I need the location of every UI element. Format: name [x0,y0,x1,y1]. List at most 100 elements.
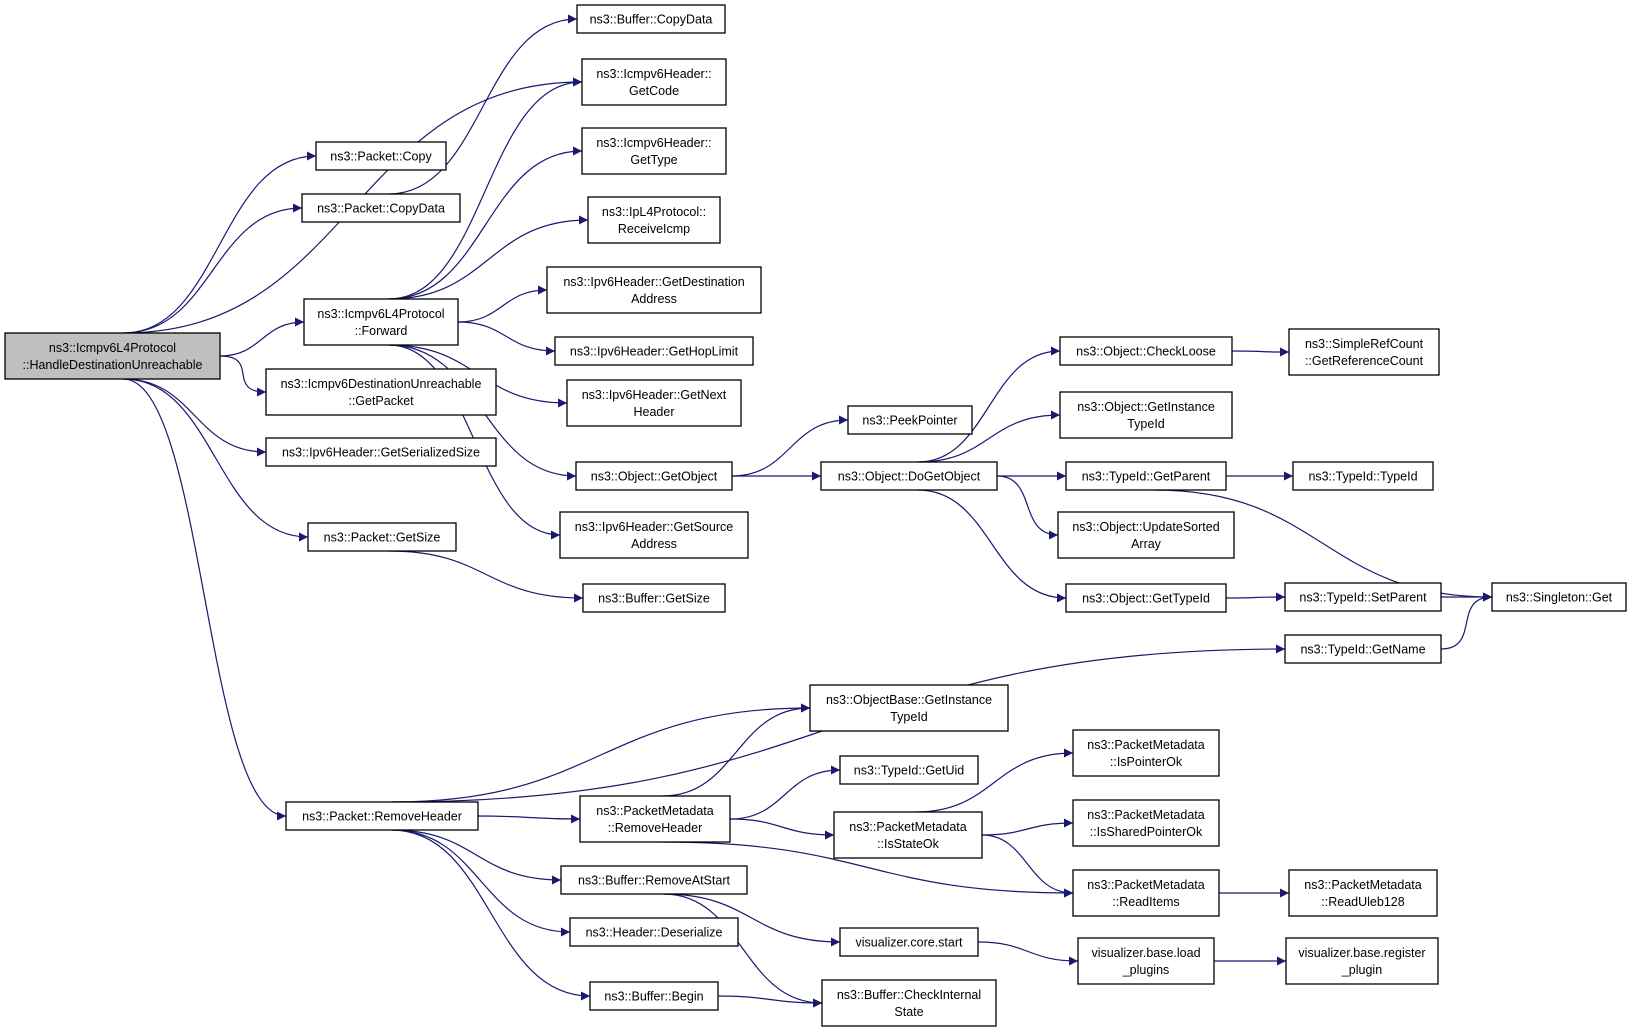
node-box [1285,937,1439,985]
node-label: ::Forward [355,324,408,338]
node-object-gettypeid[interactable]: ns3::Object::GetTypeId [1065,583,1227,613]
node-header-deserialize[interactable]: ns3::Header::Deserialize [569,917,739,947]
node-label: ns3::Ipv6Header::GetSerializedSize [282,446,480,460]
edge-root-to-packet-removeheader [123,378,287,821]
node-label: ns3::Object::DoGetObject [838,470,981,484]
edge-root-to-packet-copy [123,151,317,334]
node-box [1072,869,1220,917]
edge-root-to-packet-copydata [123,203,303,334]
node-ipl4-receiveicmp[interactable]: ns3::IpL4Protocol::ReceiveIcmp [587,196,721,244]
edge-object-checkloose-to-simplerefcount [1231,347,1290,357]
node-label: ns3::TypeId::GetName [1300,643,1425,657]
edge-packet-removeheader-to-buffer-begin [391,829,591,1001]
node-pm-isstateok[interactable]: ns3::PacketMetadata::IsStateOk [833,811,983,859]
node-layer: ns3::Icmpv6L4Protocol::HandleDestination… [4,4,1627,1027]
edge-object-dogetobject-to-object-checkloose [917,346,1061,463]
node-pm-readitems[interactable]: ns3::PacketMetadata::ReadItems [1072,869,1220,917]
node-box [1284,634,1442,664]
node-label: ns3::SimpleRefCount [1305,337,1424,351]
node-box [821,979,997,1027]
node-label: _plugins [1122,963,1170,977]
node-typeid-getuid[interactable]: ns3::TypeId::GetUid [839,755,979,785]
edge-layer [123,14,1493,1008]
node-singleton-get[interactable]: ns3::Singleton::Get [1491,582,1627,612]
node-pm-readuleb128[interactable]: ns3::PacketMetadata::ReadUleb128 [1288,869,1438,917]
node-buffer-getsize[interactable]: ns3::Buffer::GetSize [582,583,726,613]
node-typeid-getparent[interactable]: ns3::TypeId::GetParent [1065,461,1227,491]
node-label: ::IsPointerOk [1110,755,1183,769]
node-label: ns3::Header::Deserialize [586,926,723,940]
node-buffer-copydata[interactable]: ns3::Buffer::CopyData [576,4,726,34]
edge-root-to-du-getpacket [219,355,267,397]
node-du-getpacket[interactable]: ns3::Icmpv6DestinationUnreachable::GetPa… [265,368,497,416]
node-viz-base-register[interactable]: visualizer.base.register_plugin [1285,937,1439,985]
node-label: ns3::Icmpv6Header:: [596,67,711,81]
node-label: ns3::Ipv6Header::GetNext [582,388,727,402]
node-label: _plugin [1341,963,1382,977]
edge-viz-core-start-to-viz-base-load [977,941,1079,966]
node-box [559,511,749,559]
node-root[interactable]: ns3::Icmpv6L4Protocol::HandleDestination… [4,332,221,380]
node-pm-issharedpointerok[interactable]: ns3::PacketMetadata::IsSharedPointerOk [1072,799,1220,847]
node-label: ::IsStateOk [877,837,940,851]
node-icmpv6-gettype[interactable]: ns3::Icmpv6Header::GetType [581,127,727,175]
node-object-getobject[interactable]: ns3::Object::GetObject [575,461,733,491]
node-label: ns3::Ipv6Header::GetDestination [563,275,744,289]
node-viz-core-start[interactable]: visualizer.core.start [839,927,979,957]
node-box [1057,511,1235,559]
edge-pm-removeheader-to-objectbase-getinstancetypeid [662,703,811,797]
node-packet-copy[interactable]: ns3::Packet::Copy [315,141,447,171]
node-box [820,461,998,491]
node-object-checkloose[interactable]: ns3::Object::CheckLoose [1059,336,1233,366]
node-label: TypeId [890,710,928,724]
node-label: ns3::Ipv6Header::GetHopLimit [570,345,739,359]
node-packet-removeheader[interactable]: ns3::Packet::RemoveHeader [285,801,479,831]
edge-object-dogetobject-to-object-gettypeid [917,489,1067,603]
node-label: visualizer.base.load [1091,946,1200,960]
node-typeid-setparent[interactable]: ns3::TypeId::SetParent [1284,582,1442,612]
node-label: ns3::Packet::RemoveHeader [302,810,462,824]
node-viz-base-load[interactable]: visualizer.base.load _plugins [1077,937,1215,985]
node-box [581,58,727,106]
node-buffer-begin[interactable]: ns3::Buffer::Begin [589,981,719,1011]
node-label: ns3::Icmpv6DestinationUnreachable [281,377,482,391]
node-simplerefcount[interactable]: ns3::SimpleRefCount::GetReferenceCount [1288,328,1440,376]
node-label: ns3::PacketMetadata [1087,738,1204,752]
node-typeid-getname[interactable]: ns3::TypeId::GetName [1284,634,1442,664]
node-box [839,927,979,957]
node-forward[interactable]: ns3::Icmpv6L4Protocol::Forward [303,298,459,346]
node-box [847,405,973,435]
node-box [1077,937,1215,985]
node-object-dogetobject[interactable]: ns3::Object::DoGetObject [820,461,998,491]
node-label: ns3::Singleton::Get [1506,591,1613,605]
node-label: ns3::PacketMetadata [596,804,713,818]
node-label: ::ReadItems [1112,895,1179,909]
node-box [575,461,733,491]
edge-object-dogetobject-to-object-getinstancetypeid [917,410,1061,463]
node-ipv6-gethoplimit[interactable]: ns3::Ipv6Header::GetHopLimit [554,336,754,366]
node-ipv6-getserializedsize[interactable]: ns3::Ipv6Header::GetSerializedSize [265,437,497,467]
node-box [301,193,461,223]
node-label: Address [631,537,677,551]
node-box [809,684,1009,732]
node-peekpointer[interactable]: ns3::PeekPointer [847,405,973,435]
node-pm-ispointerok[interactable]: ns3::PacketMetadata::IsPointerOk [1072,729,1220,777]
node-packet-getsize[interactable]: ns3::Packet::GetSize [307,522,457,552]
node-pm-removeheader[interactable]: ns3::PacketMetadata::RemoveHeader [579,795,731,843]
node-label: ::RemoveHeader [608,821,703,835]
node-box [1065,461,1227,491]
node-label: ns3::Object::GetInstance [1077,400,1215,414]
node-typeid-typeid[interactable]: ns3::TypeId::TypeId [1292,461,1434,491]
node-label: ns3::Object::GetTypeId [1082,592,1210,606]
node-box [285,801,479,831]
node-buffer-removeatstart[interactable]: ns3::Buffer::RemoveAtStart [560,865,748,895]
node-icmpv6-getcode[interactable]: ns3::Icmpv6Header::GetCode [581,58,727,106]
node-packet-copydata[interactable]: ns3::Packet::CopyData [301,193,461,223]
